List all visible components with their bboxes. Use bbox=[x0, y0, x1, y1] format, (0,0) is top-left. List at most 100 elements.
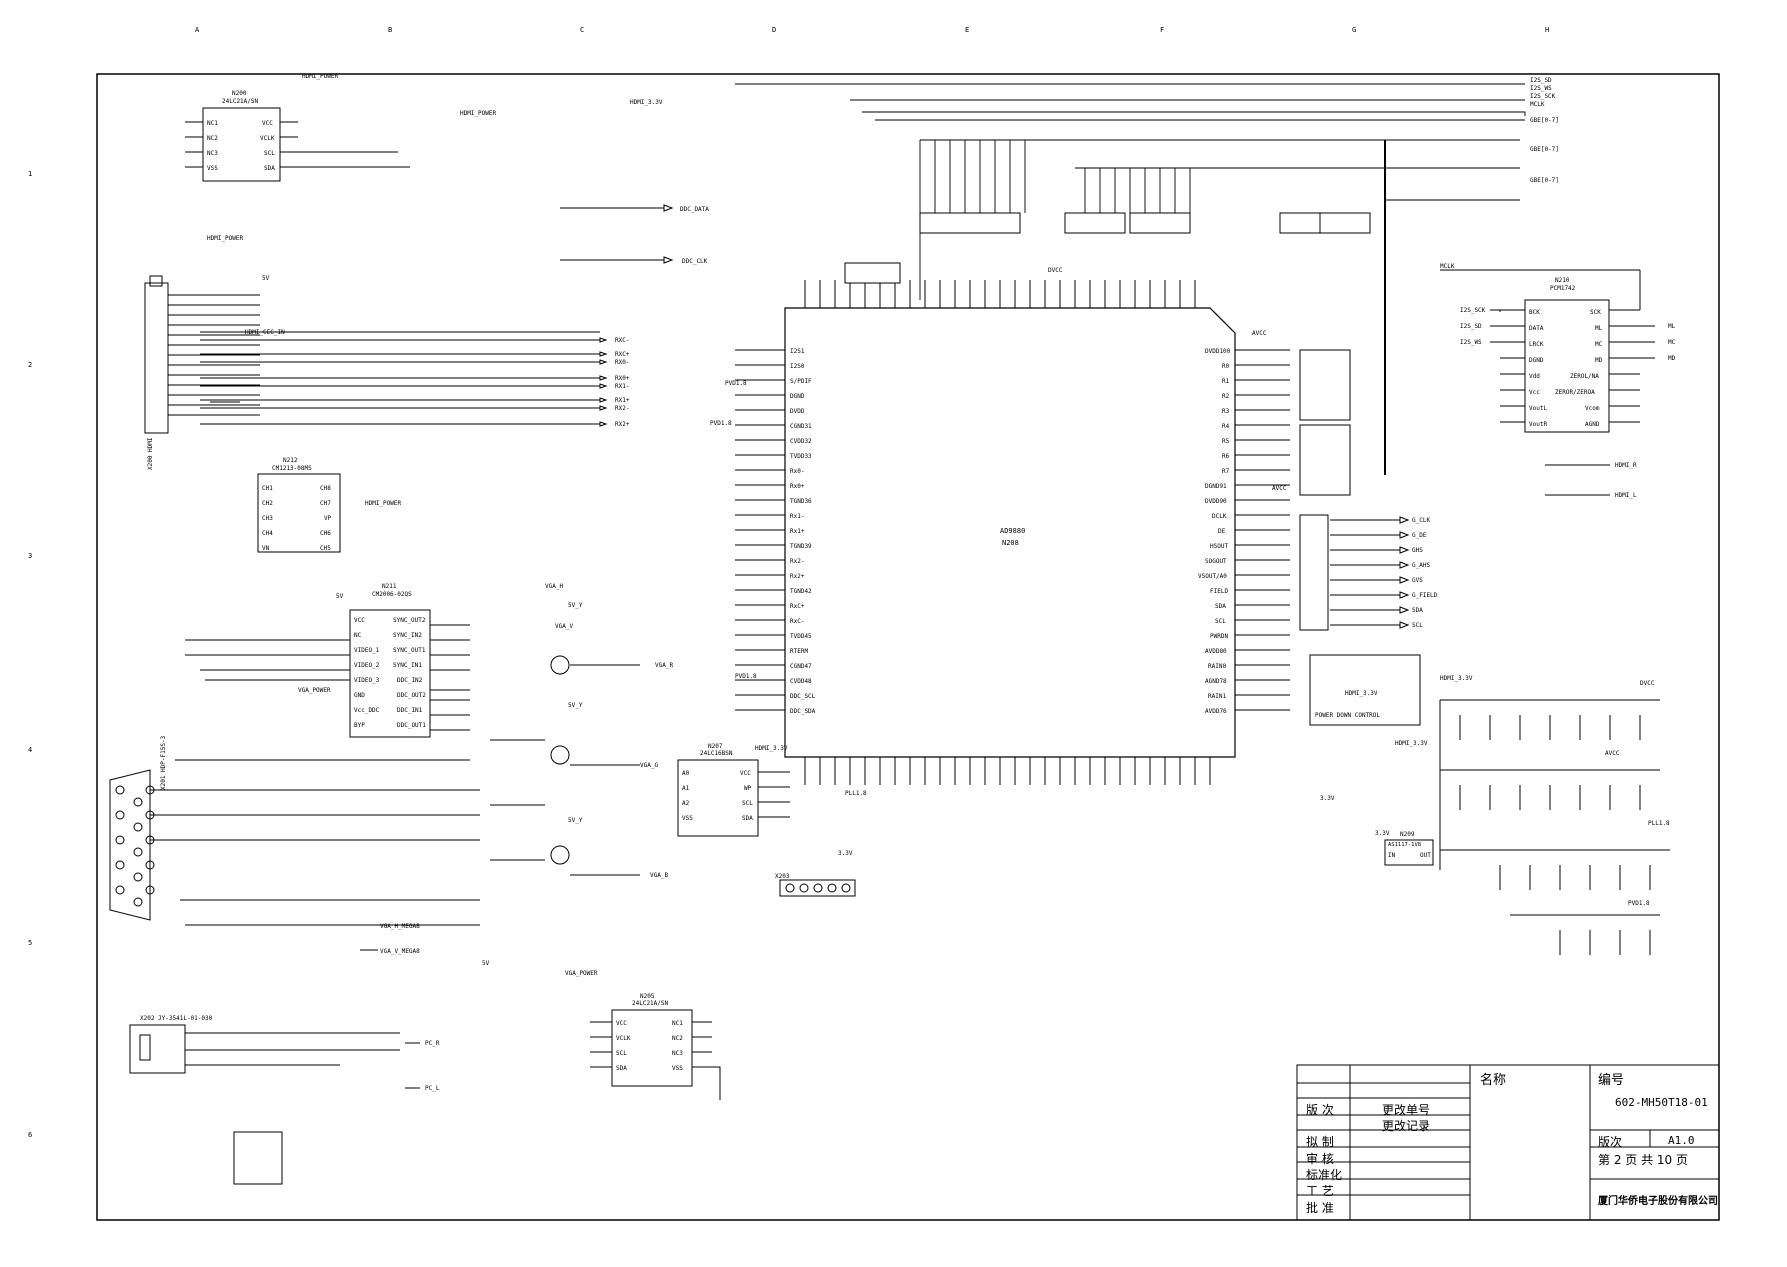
svg-text:HDMI_POWER: HDMI_POWER bbox=[302, 73, 339, 80]
svg-text:SOGOUT: SOGOUT bbox=[1205, 558, 1227, 565]
svg-text:NC2: NC2 bbox=[207, 135, 218, 142]
svg-text:5V_Y: 5V_Y bbox=[568, 702, 583, 709]
svg-text:X202 JY-3541L-01-030: X202 JY-3541L-01-030 bbox=[140, 1015, 213, 1022]
title-number-label: 编号 bbox=[1598, 1073, 1625, 1088]
svg-text:Rx1-: Rx1- bbox=[790, 513, 804, 520]
svg-text:VGA_B: VGA_B bbox=[650, 872, 668, 879]
company-name: 厦门华侨电子股份有限公司 bbox=[1598, 1196, 1718, 1207]
svg-text:SCL: SCL bbox=[616, 1050, 627, 1057]
net-label: RX2- bbox=[615, 405, 629, 412]
svg-text:MCLK: MCLK bbox=[1530, 101, 1545, 108]
svg-text:RxC-: RxC- bbox=[790, 618, 804, 625]
drawing-number: 602-MH50T18-01 bbox=[1615, 1096, 1708, 1109]
svg-text:3.3V: 3.3V bbox=[1375, 830, 1390, 837]
svg-text:DDC_DATA: DDC_DATA bbox=[680, 206, 709, 213]
svg-text:SDA: SDA bbox=[616, 1065, 627, 1072]
svg-text:GBE[0-7]: GBE[0-7] bbox=[1530, 177, 1559, 184]
svg-text:VGA_POWER: VGA_POWER bbox=[565, 970, 598, 977]
column-marker: D bbox=[772, 26, 776, 34]
svg-text:I2S_SCK: I2S_SCK bbox=[1530, 93, 1556, 100]
svg-text:SCL: SCL bbox=[1215, 618, 1226, 625]
power-supply-filters bbox=[1439, 699, 1670, 955]
bus-net-labels: I2S_SD I2S_WS I2S_SCK MCLK GBE[0-7] GBE[… bbox=[1530, 77, 1559, 184]
svg-text:DVDD100: DVDD100 bbox=[1205, 348, 1231, 355]
ic-n212: N212 CM1213-08MS CH1 CH2 CH3 CH4 VN CH8 … bbox=[257, 457, 341, 553]
svg-text:HDMI_3.3V: HDMI_3.3V bbox=[755, 745, 788, 752]
svg-text:VP: VP bbox=[324, 515, 332, 522]
svg-text:VGA_POWER: VGA_POWER bbox=[298, 687, 331, 694]
svg-text:CH5: CH5 bbox=[320, 545, 331, 552]
svg-text:5V: 5V bbox=[482, 960, 490, 967]
svg-text:Vcc_DDC: Vcc_DDC bbox=[354, 707, 380, 714]
ddc-net-labels: DDC_DATA DDC_CLK bbox=[680, 206, 709, 265]
column-marker: B bbox=[388, 26, 392, 34]
hdmi-connector-x200: X200 HDMI bbox=[144, 275, 169, 470]
svg-text:PC_R: PC_R bbox=[425, 1040, 440, 1047]
power-rail-labels: HDMI_POWER HDMI_POWER HDMI_3.3V HDMI_POW… bbox=[207, 73, 1670, 977]
svg-text:PCM1742: PCM1742 bbox=[1550, 285, 1576, 292]
svg-text:AGND: AGND bbox=[1585, 421, 1600, 428]
svg-text:AGND78: AGND78 bbox=[1205, 678, 1227, 685]
svg-text:HDMI_3.3V: HDMI_3.3V bbox=[630, 99, 663, 106]
svg-text:SCL: SCL bbox=[264, 150, 275, 157]
ic-n200: N200 24LC21A/SN NC1 NC2 NC3 VSS VCC VCLK… bbox=[185, 90, 410, 182]
svg-text:CH8: CH8 bbox=[320, 485, 331, 492]
svg-text:3.3V: 3.3V bbox=[838, 850, 853, 857]
svg-text:VGA_V: VGA_V bbox=[555, 623, 573, 630]
ad9880-left-pins: I2S1 I2S0 S/PDIF DGND DVDD CGND31 CVDD32… bbox=[790, 348, 816, 715]
hdmi-diff-lines bbox=[168, 294, 600, 425]
svg-text:N212: N212 bbox=[283, 457, 298, 464]
net-label: RXC- bbox=[615, 337, 629, 344]
version-label: 版次 bbox=[1598, 1135, 1623, 1149]
net-label: RX2+ bbox=[615, 421, 630, 428]
svg-text:CH7: CH7 bbox=[320, 500, 331, 507]
svg-text:R5: R5 bbox=[1222, 438, 1230, 445]
svg-text:VGA_H_MEGA8: VGA_H_MEGA8 bbox=[380, 923, 420, 930]
svg-text:SCK: SCK bbox=[1590, 309, 1601, 316]
svg-text:RAIN0: RAIN0 bbox=[1208, 663, 1226, 670]
svg-text:PWRDN: PWRDN bbox=[1210, 633, 1228, 640]
svg-text:TGND42: TGND42 bbox=[790, 588, 812, 595]
svg-text:ZEROL/NA: ZEROL/NA bbox=[1570, 373, 1599, 380]
title-block bbox=[1296, 1064, 1720, 1221]
svg-text:VCC: VCC bbox=[616, 1020, 627, 1027]
svg-text:GHS: GHS bbox=[1412, 547, 1423, 554]
svg-text:VSS: VSS bbox=[672, 1065, 683, 1072]
net-label: RX0- bbox=[615, 359, 629, 366]
svg-text:CVDD32: CVDD32 bbox=[790, 438, 812, 445]
svg-text:N210: N210 bbox=[1555, 277, 1570, 284]
svg-text:CH4: CH4 bbox=[262, 530, 273, 537]
svg-text:HDMI_3.3V: HDMI_3.3V bbox=[1440, 675, 1473, 682]
ic-n205: N205 24LC21A/SN VCC VCLK SCL SDA NC1 NC2… bbox=[590, 993, 721, 1100]
svg-text:R0: R0 bbox=[1222, 363, 1230, 370]
audio-net-labels: HDMI_R HDMI_L ML MC MD MCLK I2S_SCK I2S_… bbox=[1440, 263, 1676, 499]
power-down-control-block bbox=[1309, 654, 1421, 726]
vga-connector-x201: X201 HDP-F15S-3 bbox=[109, 735, 167, 921]
svg-text:R1: R1 bbox=[1222, 378, 1230, 385]
svg-text:VGA_V_MEGA8: VGA_V_MEGA8 bbox=[380, 948, 420, 955]
change-record-label: 更改记录 bbox=[1382, 1119, 1431, 1133]
row-marker: 3 bbox=[28, 552, 32, 560]
svg-text:Vcom: Vcom bbox=[1585, 405, 1600, 412]
svg-text:G_DE: G_DE bbox=[1412, 532, 1427, 539]
column-marker: G bbox=[1352, 26, 1356, 34]
svg-text:HDMI_3.3V: HDMI_3.3V bbox=[1345, 690, 1378, 697]
svg-text:DCLK: DCLK bbox=[1212, 513, 1227, 520]
svg-text:VIDEO_1: VIDEO_1 bbox=[354, 647, 380, 654]
svg-text:SYNC_IN2: SYNC_IN2 bbox=[393, 632, 422, 639]
svg-text:I2S1: I2S1 bbox=[790, 348, 805, 355]
svg-text:CGND31: CGND31 bbox=[790, 423, 812, 430]
svg-text:I2S_SD: I2S_SD bbox=[1530, 77, 1552, 84]
net-label: RX0+ bbox=[615, 375, 630, 382]
row-marker: 1 bbox=[28, 170, 32, 178]
row-marker: 6 bbox=[28, 1131, 32, 1139]
svg-text:NC2: NC2 bbox=[672, 1035, 683, 1042]
svg-text:G_CLK: G_CLK bbox=[1412, 517, 1430, 524]
svg-text:FIELD: FIELD bbox=[1210, 588, 1228, 595]
svg-text:NC1: NC1 bbox=[207, 120, 218, 127]
svg-text:R2: R2 bbox=[1222, 393, 1230, 400]
svg-text:N209: N209 bbox=[1400, 831, 1415, 838]
net-label: HDMI_CEC_IN bbox=[245, 329, 285, 336]
ic-n214 bbox=[233, 1131, 283, 1185]
